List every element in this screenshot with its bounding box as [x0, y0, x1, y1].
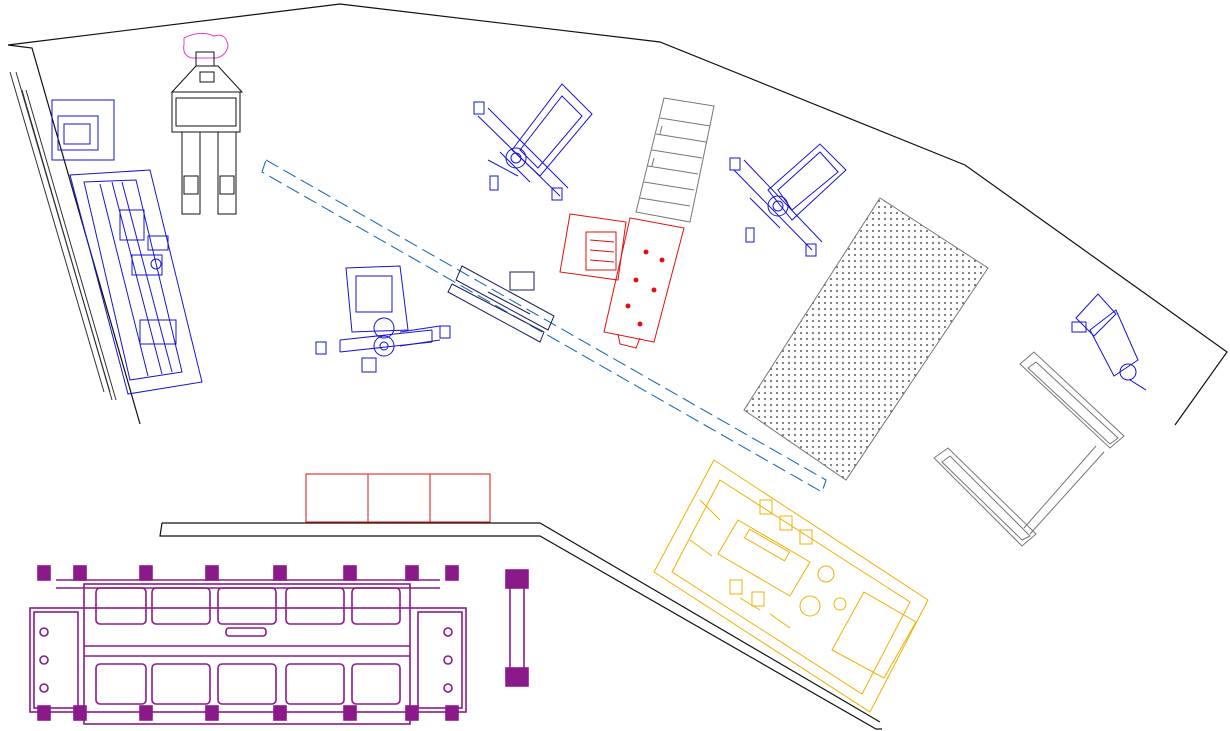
- conveyor-dashed: [261, 159, 827, 493]
- radial-drill-right: [729, 143, 847, 257]
- lathe-rail: [9, 71, 117, 401]
- radial-drill-center: [315, 265, 451, 373]
- small-robot: [1071, 293, 1147, 391]
- red-bins: [305, 473, 491, 523]
- red-cabinet: [559, 213, 627, 281]
- purple-press-brake: [29, 565, 467, 725]
- radial-drill-top: [473, 83, 593, 201]
- pallet-jack: [170, 32, 244, 215]
- perforated-platform: [743, 197, 989, 481]
- roller-rack: [635, 97, 715, 223]
- yellow-assembly: [653, 459, 929, 713]
- lathe-machine: [51, 99, 203, 395]
- gantry-frame: [933, 351, 1125, 547]
- saw-unit: [447, 265, 555, 343]
- shop-floor-outline: [7, 3, 1228, 730]
- purple-side-part: [505, 569, 529, 687]
- welding-table: [603, 217, 685, 349]
